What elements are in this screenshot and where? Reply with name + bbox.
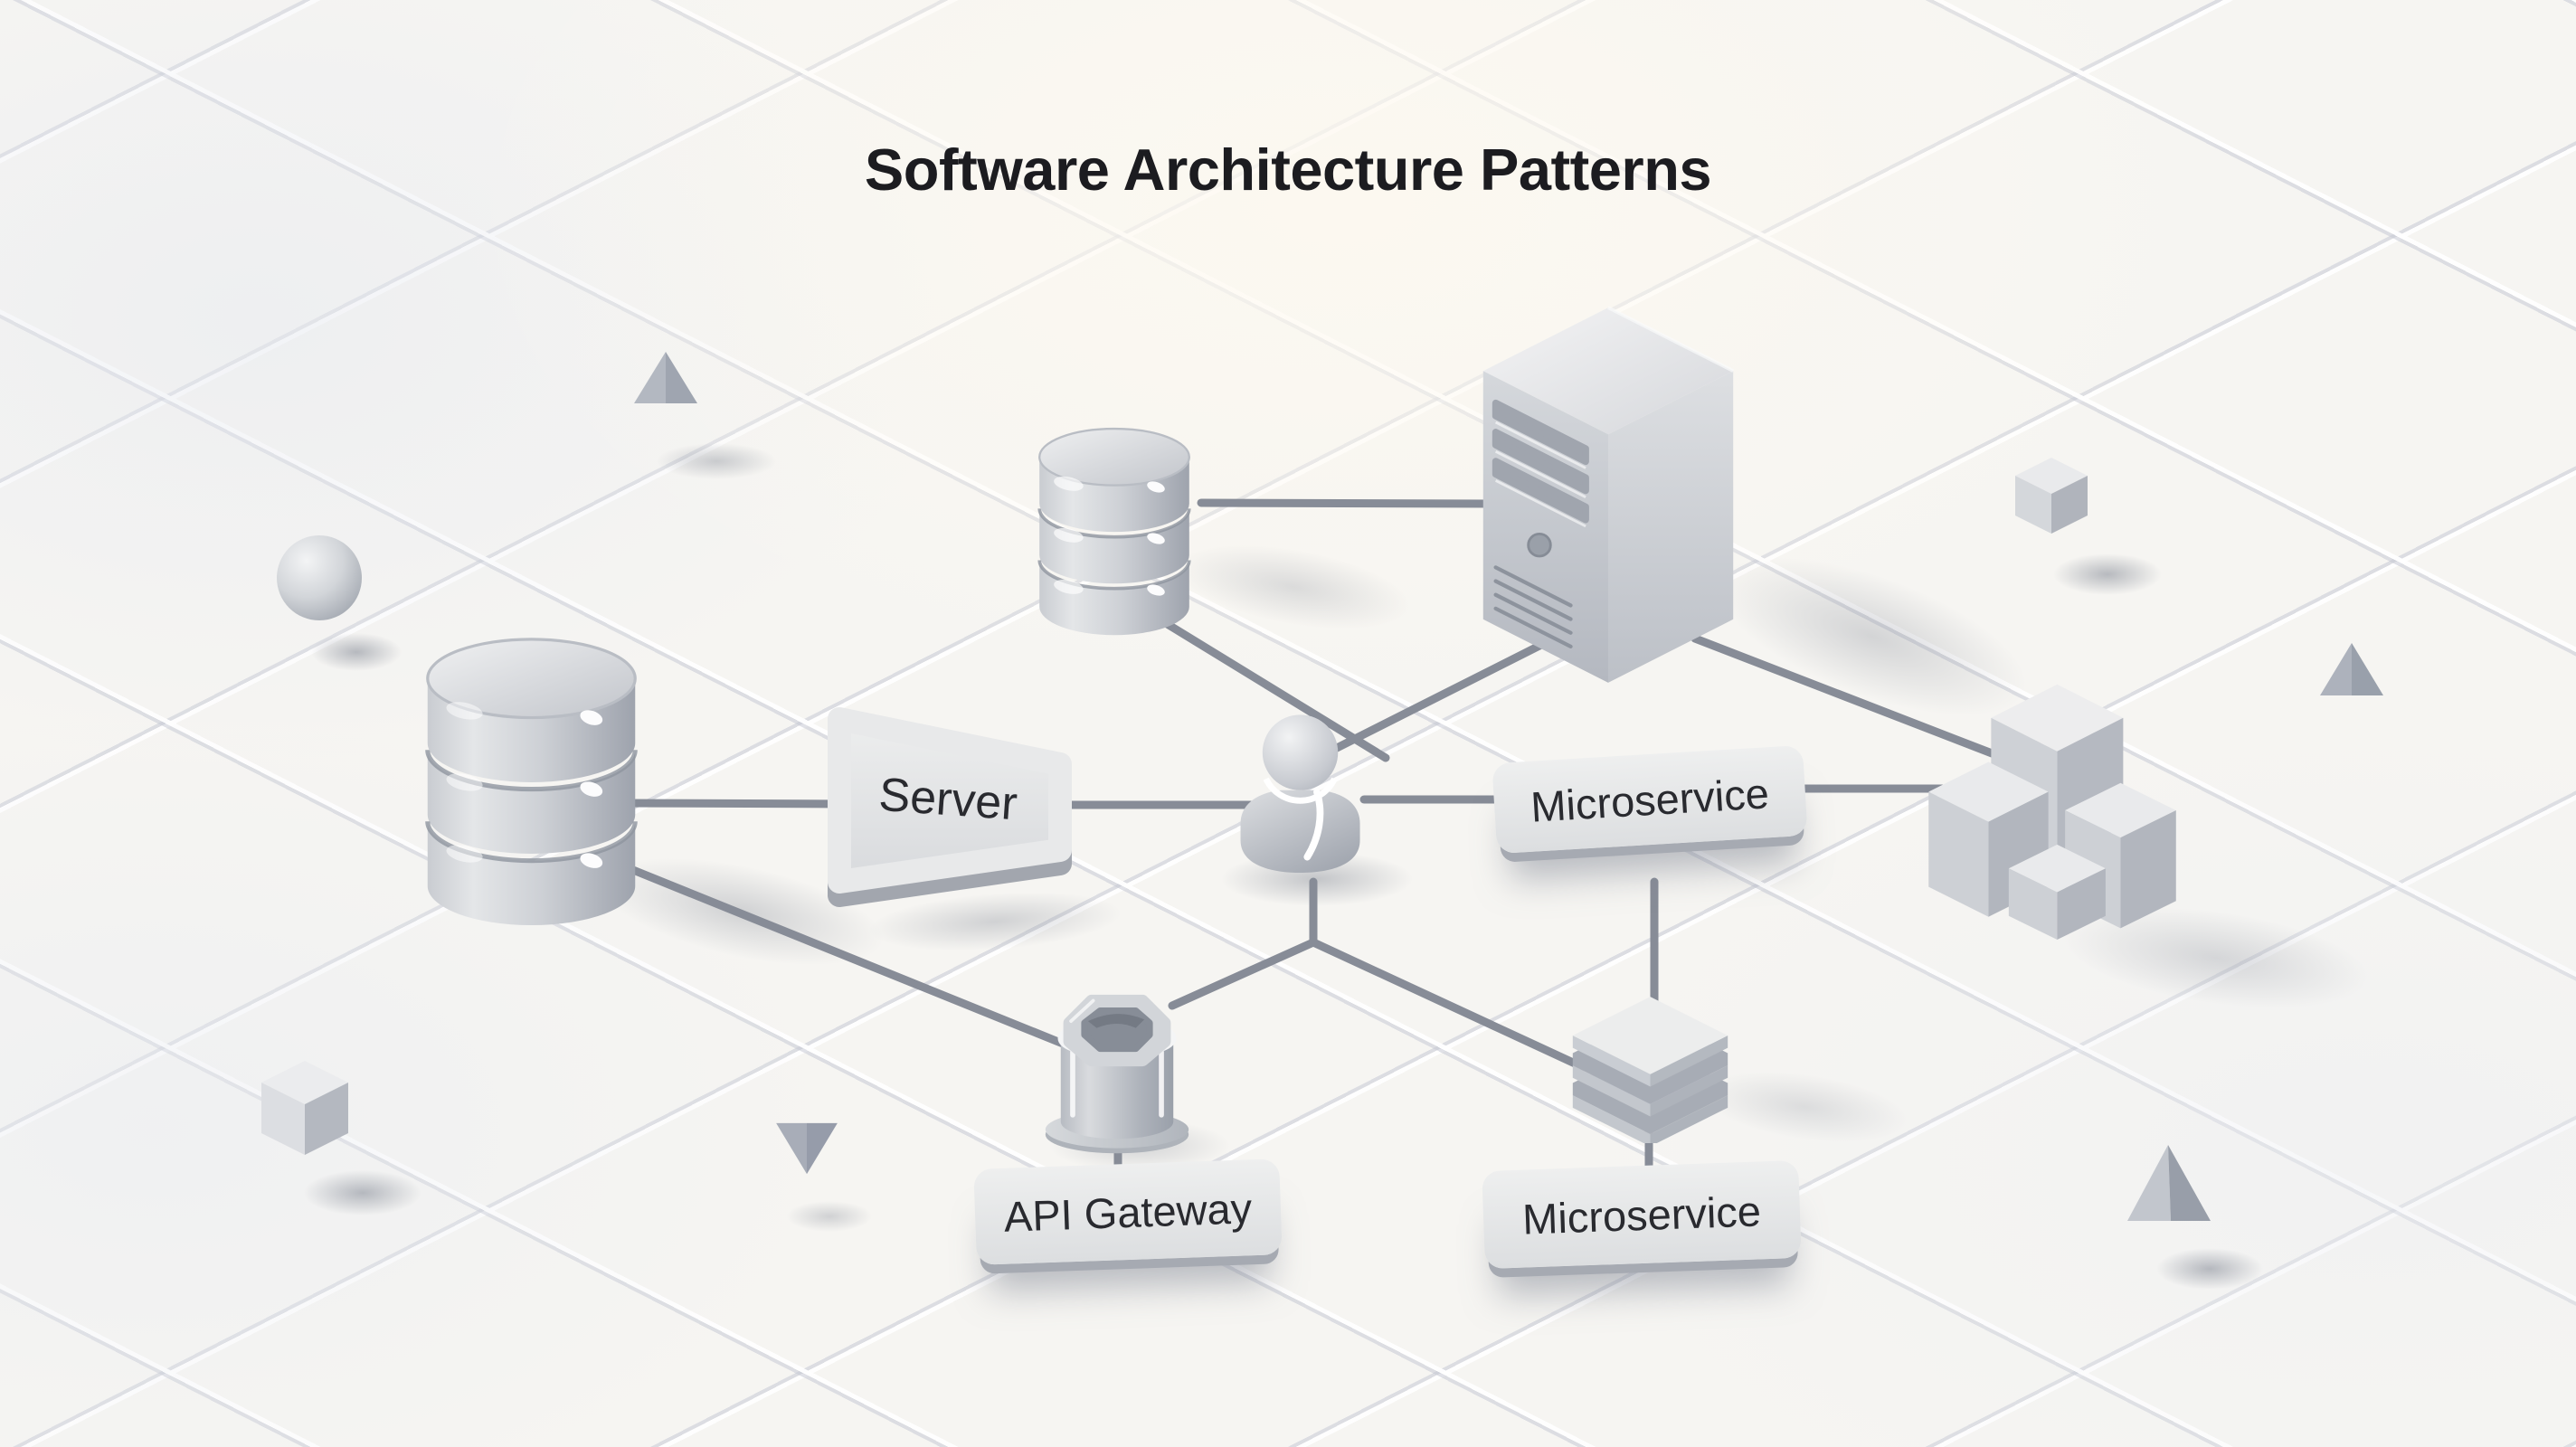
microservice-right-label: Microservice <box>1529 768 1771 831</box>
connector-junction-gateway <box>1168 938 1318 1010</box>
triangle-down-icon <box>774 1121 839 1176</box>
database-left-icon <box>416 629 647 941</box>
api-gateway-label: API Gateway <box>1003 1183 1253 1241</box>
microservice-plaque-bottom: Microservice <box>1482 1159 1802 1270</box>
server-plaque: Server <box>810 692 1081 918</box>
triangle-up-icon <box>632 350 699 405</box>
database-top-icon <box>1031 418 1198 649</box>
sphere-shadow <box>311 633 402 671</box>
microservice-plaque-right: Microservice <box>1492 744 1808 855</box>
connector-junction-stack <box>1309 938 1587 1072</box>
layer-stack-icon <box>1567 993 1734 1143</box>
box-icon <box>258 1057 353 1159</box>
triangle-down-shadow <box>787 1201 872 1232</box>
box-shadow <box>304 1170 421 1215</box>
connector-dbtop-user <box>1124 596 1390 762</box>
small-cube-shadow <box>2053 553 2162 595</box>
cube-cluster-icon <box>1924 677 2182 941</box>
sphere-icon <box>277 535 362 620</box>
triangle-right-icon <box>2318 641 2385 697</box>
connector-tower-cubes <box>1690 634 2003 761</box>
api-gateway-plaque: API Gateway <box>973 1159 1283 1265</box>
connector-dbleft-server <box>618 799 853 809</box>
server-label: Server <box>877 769 1019 831</box>
connector-dbtop-tower <box>1197 498 1513 508</box>
page-title: Software Architecture Patterns <box>864 137 1712 203</box>
layer-top <box>1572 997 1728 1104</box>
cube-front <box>2008 844 2106 941</box>
pyramid-shadow <box>2156 1248 2263 1290</box>
api-gateway-icon <box>1040 979 1194 1158</box>
small-cube-icon <box>2012 454 2091 537</box>
connector-tower-user <box>1332 640 1546 752</box>
server-tower-icon <box>1480 298 1737 692</box>
microservice-bottom-label: Microservice <box>1521 1186 1762 1244</box>
cube-left <box>1928 761 2049 917</box>
pyramid-icon <box>2118 1142 2218 1224</box>
connector-dbleft-gateway <box>629 865 1076 1052</box>
triangle-up-shadow <box>657 443 776 479</box>
person-icon <box>1226 711 1376 887</box>
